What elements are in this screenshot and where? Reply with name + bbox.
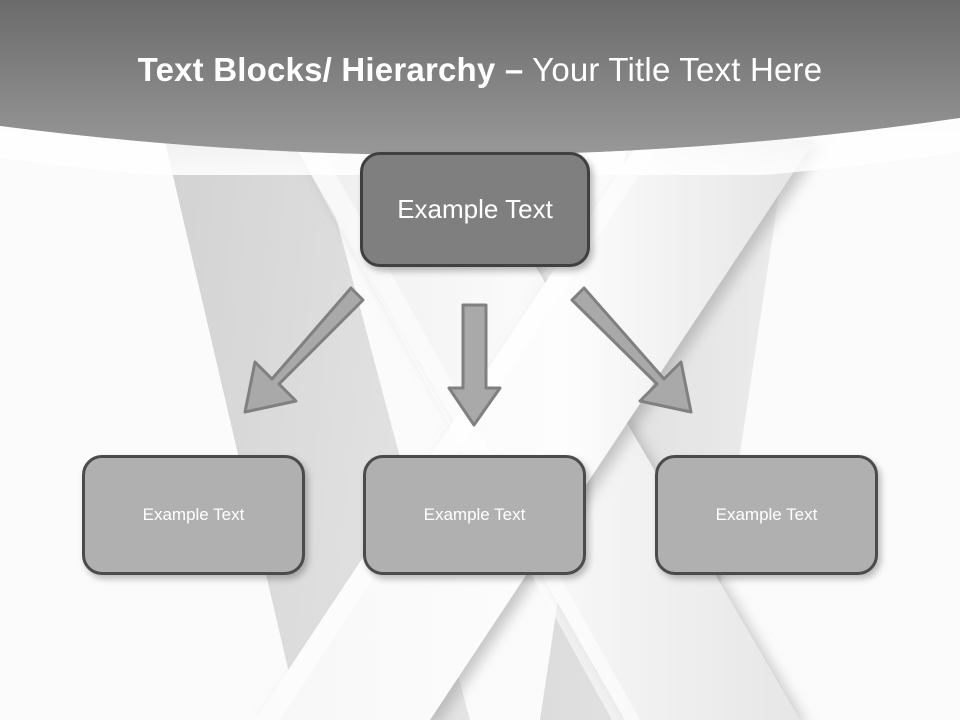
hierarchy-child-box-1[interactable]: Example Text — [82, 455, 305, 575]
hierarchy-child-box-3[interactable]: Example Text — [655, 455, 878, 575]
slide-title-bold: Text Blocks/ Hierarchy – — [137, 51, 524, 88]
x-highlight-right — [255, 140, 662, 720]
hierarchy-root-box[interactable]: Example Text — [360, 152, 590, 267]
x-stroke-slash — [255, 140, 815, 720]
hierarchy-child-label-2: Example Text — [423, 505, 526, 524]
arrow-down-right-icon — [570, 286, 693, 414]
slide-title-regular: Your Title Text Here — [523, 51, 823, 88]
hierarchy-child-box-2[interactable]: Example Text — [363, 455, 586, 575]
arrow-down-icon — [447, 303, 502, 427]
hierarchy-root-label: Example Text — [397, 194, 553, 224]
hierarchy-child-label-3: Example Text — [715, 505, 818, 524]
arrow-down-left-icon — [243, 286, 365, 414]
hierarchy-child-label-1: Example Text — [142, 505, 245, 524]
slide-title: Text Blocks/ Hierarchy – Your Title Text… — [0, 48, 960, 92]
